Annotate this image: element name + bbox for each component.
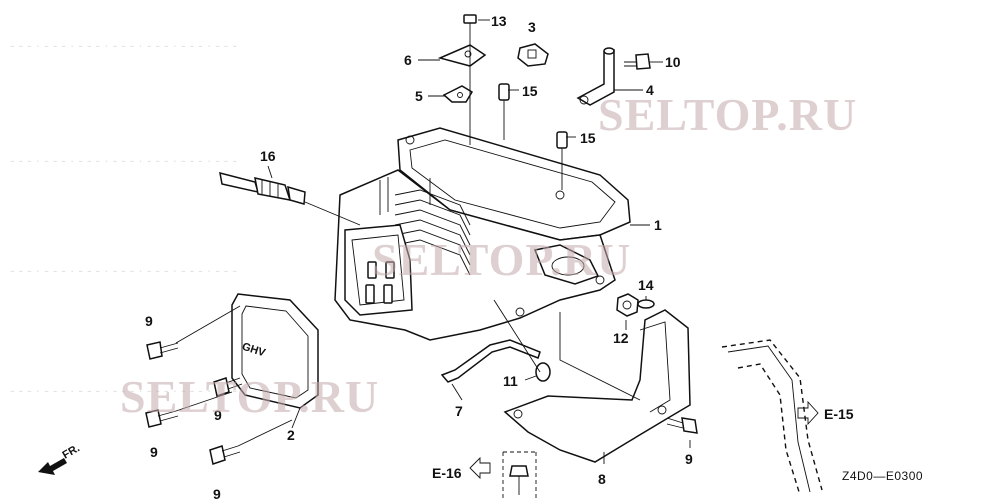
svg-text:- - - · - - - · - - -: - - - · - - - · - - - · - - - · - - - · … bbox=[10, 262, 237, 278]
nut-12 bbox=[616, 293, 639, 317]
breather-pipe-4 bbox=[576, 47, 615, 106]
background-watermark: - - - · - - - · - - - · - - - · - - - · … bbox=[10, 37, 237, 398]
spark-plug bbox=[219, 171, 306, 205]
bolt-a bbox=[146, 341, 179, 360]
ref-e16: E-16 bbox=[432, 456, 491, 481]
svg-text:SELTOP.RU: SELTOP.RU bbox=[372, 234, 631, 285]
part-number-9-d: 9 bbox=[685, 451, 693, 467]
ref-e16-label: E-16 bbox=[432, 465, 462, 481]
part-number-2: 2 bbox=[287, 427, 295, 443]
bolt-b bbox=[213, 377, 243, 397]
bolt-c bbox=[145, 409, 179, 428]
part-number-9-b: 9 bbox=[214, 407, 222, 423]
bolt-e bbox=[666, 417, 698, 434]
part-number-9-c: 9 bbox=[150, 444, 158, 460]
bolt-13 bbox=[463, 14, 477, 36]
shroud-8 bbox=[503, 309, 691, 463]
part-number-3: 3 bbox=[528, 19, 536, 35]
part-number-13: 13 bbox=[491, 13, 507, 29]
clip-3 bbox=[517, 43, 549, 67]
part-number-8: 8 bbox=[598, 471, 606, 487]
svg-text:- - - · - - - · - - -: - - - · - - - · - - - · - - - · - - - · … bbox=[10, 37, 237, 53]
bolt-phantom-box bbox=[502, 451, 537, 499]
part-number-12: 12 bbox=[613, 330, 629, 346]
part-number-15-a: 15 bbox=[522, 83, 538, 99]
leader-lines bbox=[175, 19, 691, 464]
part-number-1: 1 bbox=[654, 217, 662, 233]
front-direction-label: FR. bbox=[61, 442, 82, 461]
svg-text:SELTOP.RU: SELTOP.RU bbox=[598, 89, 857, 140]
ref-e15: E-15 bbox=[797, 400, 854, 426]
bolt-10 bbox=[624, 53, 651, 70]
part-number-11: 11 bbox=[503, 373, 518, 389]
diagram-code: Z4D0—E0300 bbox=[842, 469, 923, 483]
part-number-4: 4 bbox=[646, 82, 654, 98]
front-direction-arrow: FR. bbox=[38, 442, 82, 475]
washer-14 bbox=[637, 299, 655, 309]
cylinder-head bbox=[334, 127, 631, 341]
part-number-6: 6 bbox=[404, 52, 412, 68]
part-number-10: 10 bbox=[665, 54, 681, 70]
part-number-9-a: 9 bbox=[145, 313, 153, 329]
part-number-7: 7 bbox=[455, 403, 463, 419]
hose-phantom bbox=[721, 339, 823, 496]
part-number-14: 14 bbox=[638, 277, 654, 293]
dowel-15-a bbox=[498, 83, 510, 101]
link-rod-7 bbox=[440, 339, 541, 383]
svg-text:SELTOP.RU: SELTOP.RU bbox=[120, 371, 379, 422]
part-number-15-b: 15 bbox=[580, 130, 596, 146]
head-cover: GHV bbox=[231, 293, 319, 409]
plate-5 bbox=[442, 85, 474, 103]
watermark-logos: SELTOP.RU SELTOP.RU SELTOP.RU bbox=[120, 89, 857, 422]
ref-e15-label: E-15 bbox=[824, 406, 854, 422]
svg-text:- - - · - - - · - - -: - - - · - - - · - - - · - - - · - - - · … bbox=[10, 152, 237, 168]
svg-text:- - - · - - - · - - -: - - - · - - - · - - - · - - - · - - - · … bbox=[10, 382, 237, 398]
dowel-15-b bbox=[556, 131, 568, 149]
part-number-16: 16 bbox=[260, 148, 276, 164]
washer-11 bbox=[535, 362, 551, 382]
part-number-9-e: 9 bbox=[213, 486, 221, 499]
part-number-5: 5 bbox=[415, 88, 423, 104]
flange-bolts bbox=[145, 341, 698, 465]
bolt-d bbox=[209, 445, 241, 465]
part-number-labels: 13 3 6 10 5 15 4 15 16 1 14 9 12 11 9 7 … bbox=[145, 13, 693, 499]
bracket-6 bbox=[437, 44, 487, 67]
